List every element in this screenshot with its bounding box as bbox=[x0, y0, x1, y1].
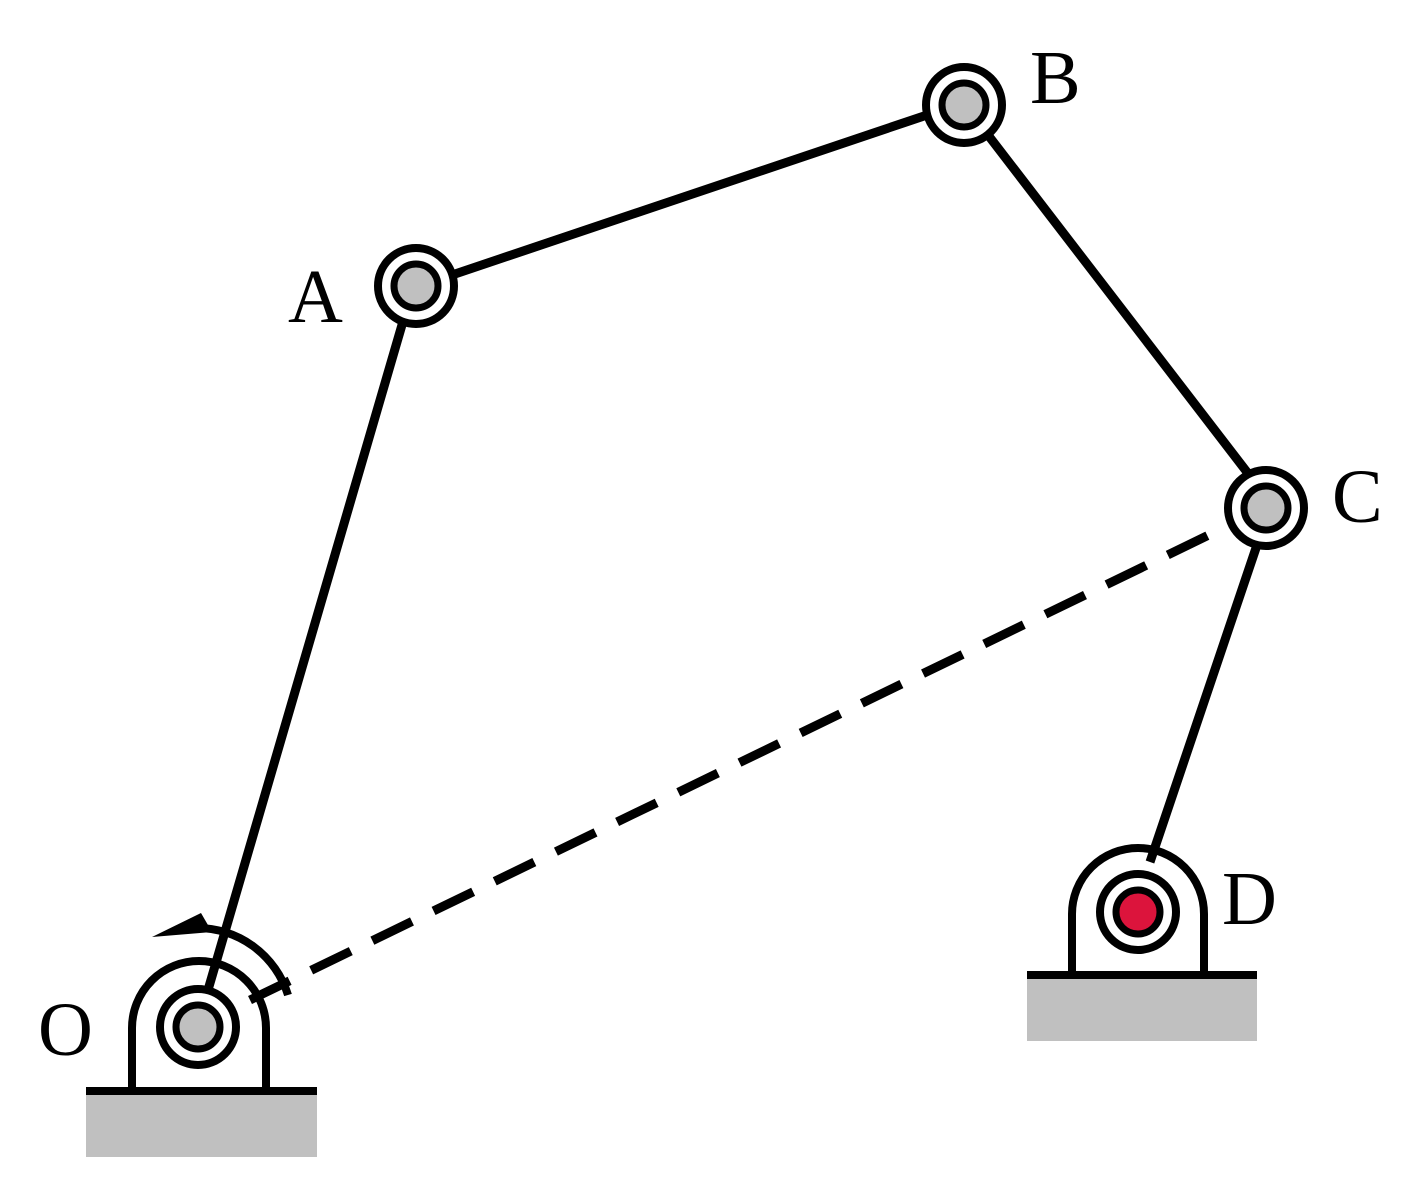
joint-b bbox=[922, 63, 1006, 147]
label-a: A bbox=[288, 255, 343, 339]
link-bc bbox=[984, 132, 1254, 479]
ground-support-o bbox=[86, 1087, 317, 1157]
link-cd bbox=[1145, 543, 1262, 864]
ground-block-o bbox=[86, 1093, 317, 1157]
joint-a bbox=[374, 244, 458, 328]
joint-o bbox=[156, 985, 240, 1069]
ground-block-d bbox=[1027, 977, 1257, 1041]
label-o: O bbox=[38, 988, 93, 1072]
ground-support-d bbox=[1027, 971, 1257, 1041]
dashed-link-oc bbox=[248, 511, 1250, 1005]
label-b: B bbox=[1030, 36, 1081, 120]
joint-c bbox=[1224, 466, 1308, 550]
label-c: C bbox=[1332, 455, 1383, 539]
label-d: D bbox=[1222, 857, 1277, 941]
joint-d bbox=[1096, 870, 1180, 954]
counterclockwise-arrow-icon bbox=[152, 913, 292, 997]
link-oa bbox=[203, 316, 409, 992]
link-ab bbox=[450, 109, 932, 280]
